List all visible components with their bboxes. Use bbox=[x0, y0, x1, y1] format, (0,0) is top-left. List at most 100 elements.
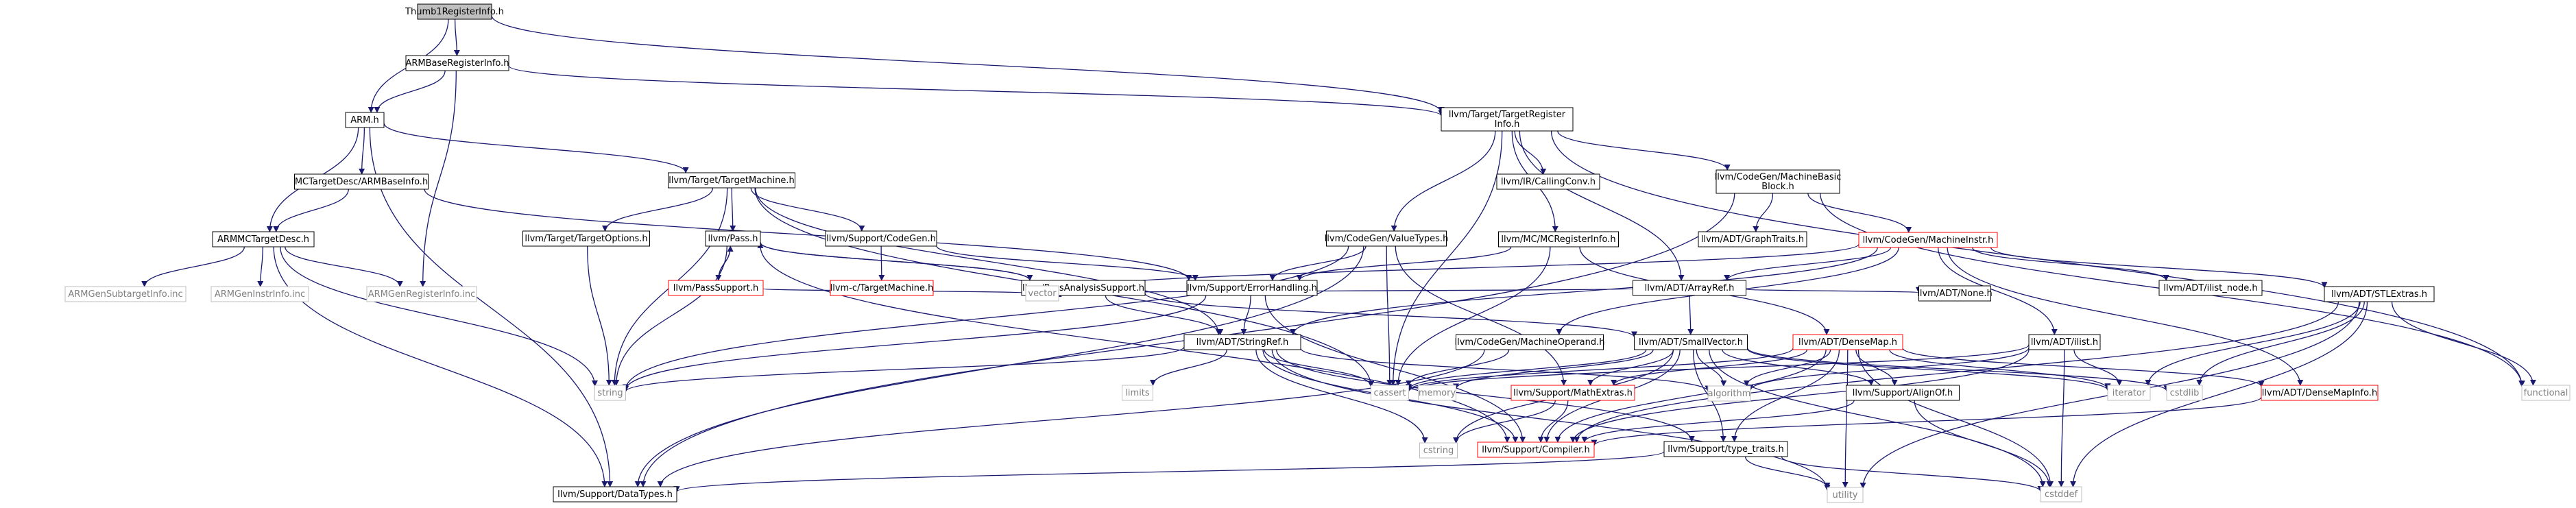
node-valuetypes[interactable]: llvm/CodeGen/ValueTypes.h bbox=[1325, 230, 1449, 247]
node-reginfoinc-box bbox=[366, 286, 477, 302]
edge-arm-to-mctargetbase bbox=[359, 127, 365, 175]
edge-typetraits-to-utility bbox=[1744, 456, 1831, 489]
edge-passsupport-to-pass bbox=[718, 245, 734, 281]
node-armmctarget-box bbox=[212, 231, 315, 247]
node-arm[interactable]: ARM.h bbox=[345, 112, 385, 128]
node-targetreg-box bbox=[1441, 107, 1574, 132]
node-stlextras[interactable]: llvm/ADT/STLExtras.h bbox=[2324, 286, 2435, 302]
node-mcreginfo[interactable]: llvm/MC/MCRegisterInfo.h bbox=[1498, 231, 1619, 247]
node-passsupport[interactable]: llvm/PassSupport.h bbox=[668, 280, 764, 296]
edge-targetreg-to-valuetypes bbox=[1391, 130, 1496, 232]
edge-arm-to-targetmachine bbox=[383, 123, 689, 173]
node-valuetypes-label: llvm/CodeGen/ValueTypes.h bbox=[1325, 234, 1449, 244]
edge-thumb1-to-armbase bbox=[453, 19, 460, 56]
node-limits-box bbox=[1122, 385, 1153, 401]
node-datatypes[interactable]: llvm/Support/DataTypes.h bbox=[553, 486, 677, 503]
edge-armmctarget-to-subtargetinfo bbox=[141, 246, 245, 287]
node-typetraits-box bbox=[1663, 441, 1788, 457]
node-adtnone-label: llvm/ADT/None.h bbox=[1917, 289, 1992, 299]
node-mbb-label: Block.h bbox=[1761, 182, 1794, 192]
node-armbase[interactable]: ARMBaseRegisterInfo.h bbox=[405, 55, 509, 71]
node-ctargetmachine[interactable]: llvm-c/TargetMachine.h bbox=[830, 280, 934, 296]
node-targetoptions[interactable]: llvm/Target/TargetOptions.h bbox=[522, 230, 650, 247]
node-adtnone-box bbox=[1918, 285, 1991, 302]
node-ilistnode-box bbox=[2158, 280, 2263, 296]
node-alignof-box bbox=[1846, 385, 1960, 401]
edge-stringref-to-string bbox=[623, 346, 1185, 393]
node-iterator-label: iterator bbox=[2112, 388, 2146, 398]
edge-smallvector-to-cstddef bbox=[1709, 349, 2046, 487]
node-subtargetinfo: ARMGenSubtargetInfo.inc bbox=[64, 286, 186, 302]
node-armmctarget[interactable]: ARMMCTargetDesc.h bbox=[212, 231, 315, 247]
node-string-label: string bbox=[597, 388, 623, 398]
edge-valuetypes-to-mathextras bbox=[1395, 245, 1567, 386]
node-supportcodegen[interactable]: llvm/Support/CodeGen.h bbox=[825, 230, 937, 247]
node-cstddef-label: cstddef bbox=[2045, 489, 2078, 500]
node-machineinstr[interactable]: llvm/CodeGen/MachineInstr.h bbox=[1858, 232, 1998, 248]
node-densemap[interactable]: llvm/ADT/DenseMap.h bbox=[1792, 334, 1903, 350]
edge-smallvector-to-cassert bbox=[1406, 349, 1647, 391]
node-ctargetmachine-label: llvm-c/TargetMachine.h bbox=[830, 283, 934, 293]
node-cstddef: cstddef bbox=[2040, 486, 2082, 503]
edge-densemap-to-cassert bbox=[1406, 348, 1794, 391]
node-memory: memory bbox=[1418, 385, 1456, 401]
edge-densemap-to-typetraits bbox=[1731, 349, 1840, 442]
edge-mctargetbase-to-errorhandling bbox=[424, 189, 1192, 281]
node-ilistnode[interactable]: llvm/ADT/ilist_node.h bbox=[2158, 280, 2263, 296]
node-mctargetbase[interactable]: MCTargetDesc/ARMBaseInfo.h bbox=[294, 173, 429, 190]
node-alignof[interactable]: llvm/Support/AlignOf.h bbox=[1846, 385, 1960, 401]
edge-armbase-to-arm bbox=[374, 70, 446, 113]
node-alignof-label: llvm/Support/AlignOf.h bbox=[1853, 388, 1953, 398]
node-ilist-label: llvm/ADT/ilist.h bbox=[2031, 337, 2098, 348]
edge-passanalysis-to-smallvector bbox=[1144, 293, 1637, 338]
node-thumb1[interactable]: Thumb1RegisterInfo.h bbox=[405, 3, 504, 20]
node-pass[interactable]: llvm/Pass.h bbox=[705, 230, 761, 247]
edge-machineinstr-to-ilist bbox=[1938, 247, 2058, 335]
node-targetreg-label: llvm/Target/TargetRegister bbox=[1449, 110, 1566, 120]
node-adtnone[interactable]: llvm/ADT/None.h bbox=[1917, 285, 1993, 302]
node-ctargetmachine-box bbox=[830, 280, 934, 296]
node-supportcodegen-label: llvm/Support/CodeGen.h bbox=[826, 234, 936, 244]
node-subtargetinfo-label: ARMGenSubtargetInfo.inc bbox=[68, 289, 182, 300]
node-densemap-box bbox=[1792, 334, 1903, 350]
node-arrayref-box bbox=[1633, 280, 1746, 296]
edge-densemap-to-iterator bbox=[1889, 349, 2111, 390]
node-stringref[interactable]: llvm/ADT/StringRef.h bbox=[1183, 334, 1301, 350]
node-utility: utility bbox=[1827, 487, 1864, 503]
node-callingconv[interactable]: llvm/IR/CallingConv.h bbox=[1496, 173, 1600, 190]
node-arrayref[interactable]: llvm/ADT/ArrayRef.h bbox=[1633, 280, 1746, 296]
node-cstddef-box bbox=[2040, 486, 2082, 503]
edge-stringref-to-cstring bbox=[1255, 349, 1428, 444]
node-errorhandling[interactable]: llvm/Support/ErrorHandling.h bbox=[1186, 280, 1318, 296]
node-arm-label: ARM.h bbox=[350, 115, 379, 125]
edge-mo-to-cassert bbox=[1405, 349, 1510, 387]
node-passsupport-label: llvm/PassSupport.h bbox=[673, 283, 759, 293]
node-compiler[interactable]: llvm/Support/Compiler.h bbox=[1477, 442, 1595, 458]
node-graphtraits[interactable]: llvm/ADT/GraphTraits.h bbox=[1698, 231, 1807, 247]
node-mathextras[interactable]: llvm/Support/MathExtras.h bbox=[1510, 385, 1635, 401]
node-mcreginfo-box bbox=[1498, 231, 1619, 247]
edge-ilist-to-algorithm bbox=[1747, 347, 2030, 391]
node-densemap-label: llvm/ADT/DenseMap.h bbox=[1798, 337, 1897, 348]
edge-stlextras-to-cstdlib bbox=[2196, 301, 2365, 386]
edge-targetreg-to-arrayref bbox=[1519, 130, 1685, 281]
node-mo[interactable]: llvm/CodeGen/MachineOperand.h bbox=[1454, 334, 1605, 350]
node-callingconv-label: llvm/IR/CallingConv.h bbox=[1501, 177, 1596, 187]
node-datatypes-box bbox=[553, 486, 677, 503]
edge-targetreg-to-cassert bbox=[1390, 130, 1503, 386]
edge-smallvector-to-iterator bbox=[1746, 348, 2111, 391]
node-smallvector[interactable]: llvm/ADT/SmallVector.h bbox=[1634, 334, 1748, 350]
node-iterator: iterator bbox=[2107, 385, 2151, 401]
node-densemapinfo[interactable]: llvm/ADT/DenseMapInfo.h bbox=[2261, 385, 2379, 401]
edge-alignof-to-cstddef bbox=[1914, 400, 2053, 487]
node-ilist[interactable]: llvm/ADT/ilist.h bbox=[2028, 334, 2101, 350]
node-typetraits[interactable]: llvm/Support/type_traits.h bbox=[1663, 441, 1788, 457]
edge-armmctarget-to-instrinfo bbox=[257, 246, 264, 287]
node-mbb-box bbox=[1716, 169, 1840, 194]
node-pass-label: llvm/Pass.h bbox=[708, 234, 758, 244]
node-cstring: cstring bbox=[1419, 442, 1458, 459]
node-targetmachine[interactable]: llvm/Target/TargetMachine.h bbox=[668, 172, 795, 189]
node-functional: functional bbox=[2521, 385, 2571, 401]
